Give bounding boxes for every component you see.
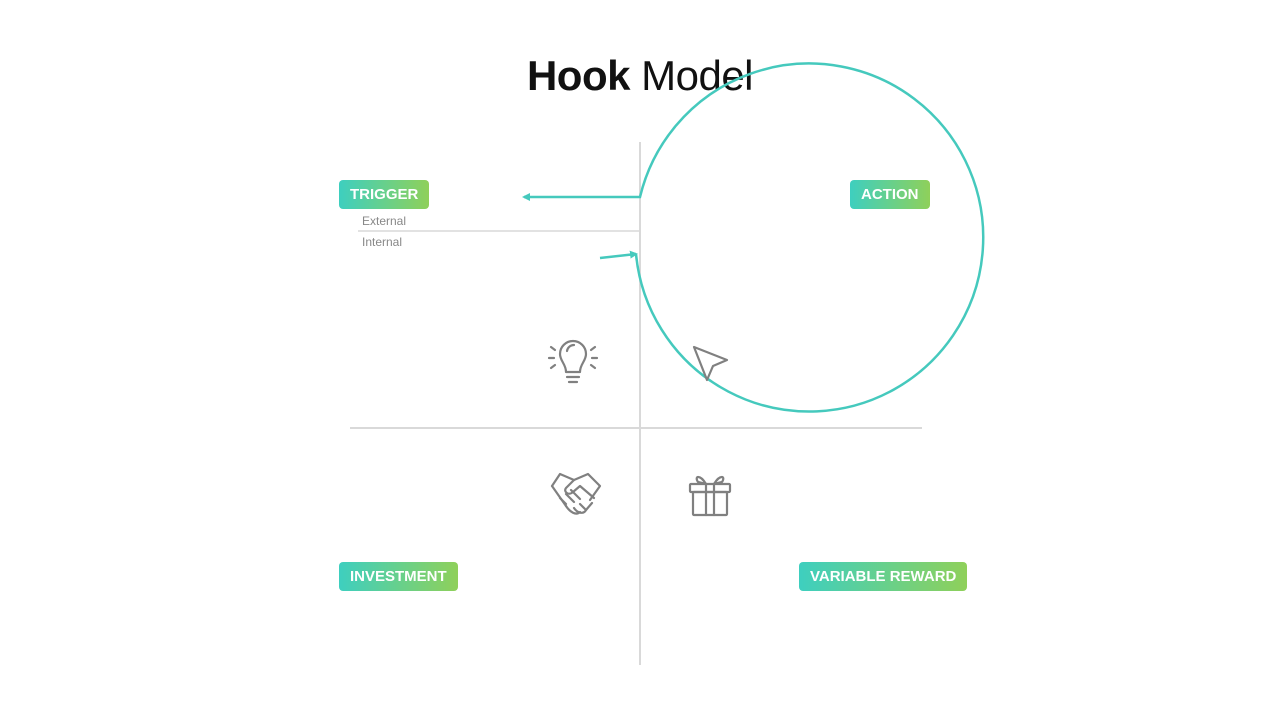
trigger-internal-label: Internal — [362, 235, 403, 249]
investment-badge: INVESTMENT — [339, 562, 458, 591]
gift-icon — [688, 475, 732, 517]
cycle-arc-outer — [522, 62, 985, 413]
cycle-arc-inner-arrow — [599, 250, 638, 260]
trigger-badge: TRIGGER — [339, 180, 430, 209]
action-badge: ACTION — [850, 180, 930, 209]
lightbulb-icon — [547, 339, 599, 384]
title-rest: Model — [641, 52, 754, 99]
title-bold: Hook — [526, 52, 631, 99]
cursor-arrow-icon — [692, 345, 729, 382]
handshake-icon — [550, 472, 602, 515]
page-title: Hook Model — [0, 52, 1280, 100]
trigger-external-label: External — [362, 214, 407, 228]
variable-reward-badge: VARIABLE REWARD — [799, 562, 968, 591]
